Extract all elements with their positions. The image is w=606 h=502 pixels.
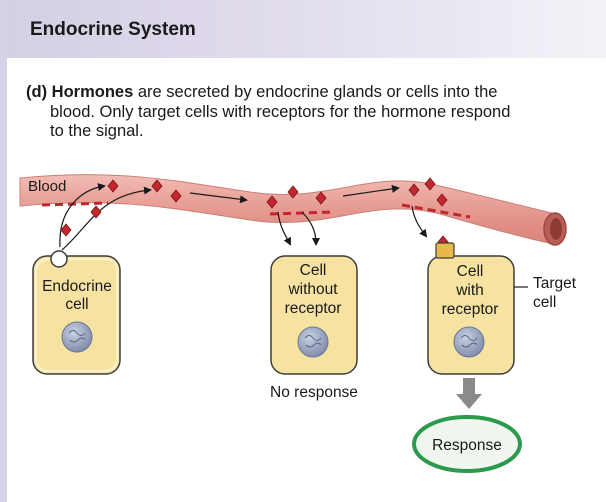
receptor	[435, 242, 455, 259]
cell-label-3: receptor	[285, 300, 342, 317]
hormone-molecule	[151, 179, 163, 193]
nucleus	[61, 321, 93, 353]
no-response-label: No response	[270, 384, 358, 401]
caption-line-1: (d) Hormones are secreted by endocrine g…	[26, 83, 497, 101]
caption-line-1-rest: are secreted by endocrine glands or cell…	[137, 83, 498, 101]
target-cell-body	[427, 255, 515, 375]
nucleus	[297, 326, 329, 358]
hormone-molecule	[266, 195, 278, 209]
blood-vessel	[19, 174, 567, 246]
page-title: Endocrine System	[30, 19, 196, 40]
hormone-molecule	[170, 189, 182, 203]
hormone-molecule	[287, 185, 299, 199]
chromatin	[460, 335, 478, 348]
caption: (d) Hormones are secreted by endocrine g…	[26, 83, 586, 142]
vessel-wall-dashes	[401, 203, 471, 219]
caption-line-3: to the signal.	[50, 122, 144, 140]
endocrine-cell-body	[32, 255, 121, 375]
flow-arrow	[342, 184, 400, 197]
secretion-arrow	[59, 183, 106, 248]
hormone-molecule	[107, 179, 119, 193]
side-bar	[0, 0, 7, 502]
target-cell-label-3: receptor	[442, 301, 499, 318]
target-label-1: Target	[533, 275, 577, 292]
part-label: (d)	[26, 83, 48, 101]
endocrine-cell-label-2: cell	[65, 296, 88, 313]
response-arrow	[456, 378, 482, 409]
hormone-molecule	[436, 193, 448, 207]
secretory-vesicle	[50, 250, 68, 268]
chromatin	[68, 330, 86, 343]
hormone-molecule	[90, 205, 102, 219]
hormone-molecule	[424, 177, 436, 191]
blood-label: Blood	[28, 178, 66, 195]
cell-label-1: Cell	[300, 262, 327, 279]
hormone-molecule	[315, 191, 327, 205]
flow-arrows	[189, 184, 400, 204]
target-label-2: cell	[533, 294, 556, 311]
exit-arrow	[301, 211, 320, 246]
keyword-hormones: Hormones	[51, 83, 134, 101]
cell-with-receptor: Cell with receptor	[427, 242, 515, 375]
exit-arrows-no-receptor	[277, 211, 320, 246]
response-oval: Response	[412, 415, 522, 473]
cell-without-receptor: Cell without receptor	[270, 255, 358, 375]
exit-arrows-with-receptor	[411, 205, 428, 238]
chromatin	[304, 335, 322, 348]
hormone-molecule	[408, 183, 420, 197]
endocrine-cell-highlight	[35, 258, 118, 372]
cell-label-2: without	[287, 281, 338, 298]
caption-line-2: blood. Only target cells with receptors …	[50, 102, 511, 121]
hormone-molecule	[60, 223, 72, 237]
flow-arrow	[189, 192, 248, 204]
header-bar: Endocrine System	[7, 0, 606, 58]
target-cell-label-2: with	[455, 282, 484, 299]
cell-body	[270, 255, 358, 375]
vessel-lumen	[550, 218, 562, 240]
nucleus	[453, 326, 485, 358]
vessel-wall-dashes	[41, 201, 109, 207]
response-arrow-head	[456, 394, 482, 409]
exit-arrow	[411, 205, 428, 238]
response-arrow-shaft	[463, 378, 475, 396]
exit-arrow	[277, 211, 291, 246]
response-label: Response	[432, 437, 502, 454]
endocrine-cell: Endocrine cell	[32, 250, 121, 375]
response-ellipse	[412, 415, 522, 473]
endocrine-cell-label-1: Endocrine	[42, 278, 112, 295]
target-cell-callout: Target cell	[514, 275, 577, 311]
target-cell-label-1: Cell	[457, 263, 484, 280]
